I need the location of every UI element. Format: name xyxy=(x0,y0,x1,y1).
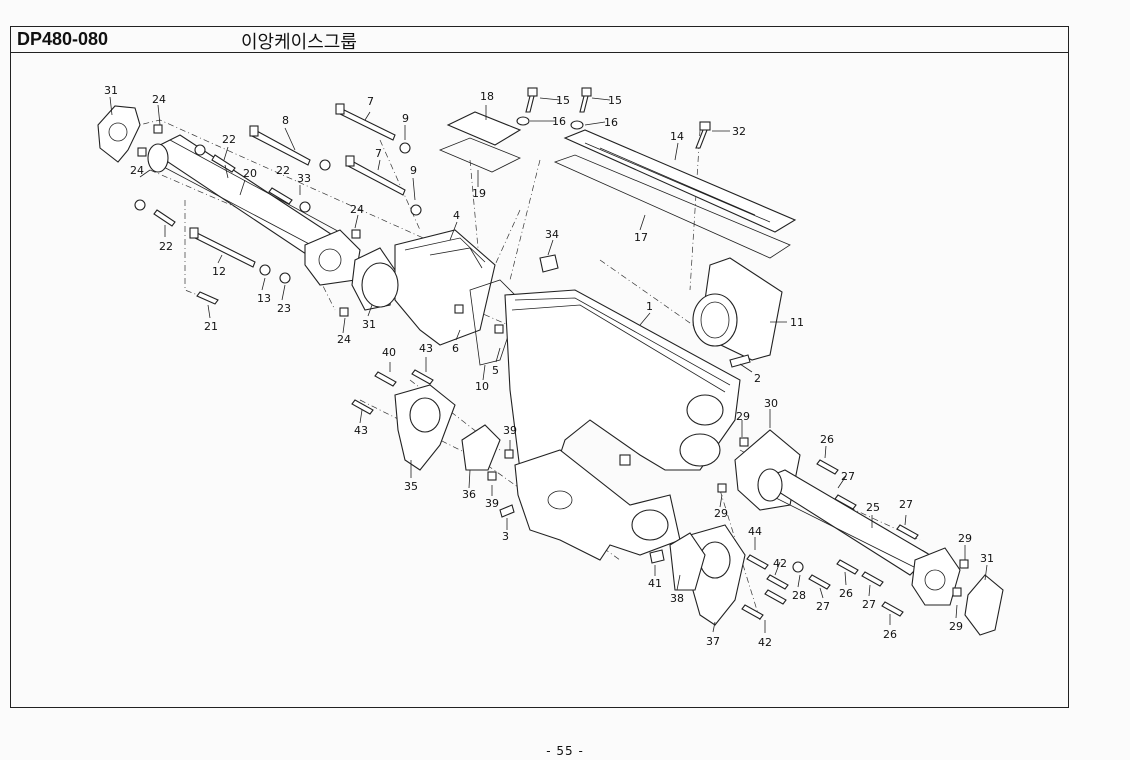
part-18-plate xyxy=(446,111,522,146)
callout-32: 32 xyxy=(732,125,746,138)
callout-22: 22 xyxy=(276,164,290,177)
part-flange-right xyxy=(911,547,961,606)
callout-5: 5 xyxy=(492,364,499,377)
callout-31: 31 xyxy=(980,552,994,565)
callout-39: 39 xyxy=(485,497,499,510)
callout-43: 43 xyxy=(419,342,433,355)
part-code: DP480-080 xyxy=(17,29,109,49)
callout-12: 12 xyxy=(212,265,226,278)
callout-16: 16 xyxy=(604,116,618,129)
callout-7: 7 xyxy=(367,95,374,108)
callout-18: 18 xyxy=(480,90,494,103)
callout-11: 11 xyxy=(790,316,804,329)
page-number: - 55 - xyxy=(546,744,584,758)
part-37-elbow xyxy=(689,524,746,626)
callout-24: 24 xyxy=(350,203,364,216)
callout-37: 37 xyxy=(706,635,720,648)
callout-14: 14 xyxy=(670,130,684,143)
callout-35: 35 xyxy=(404,480,418,493)
callout-26: 26 xyxy=(820,433,834,446)
callout-29: 29 xyxy=(958,532,972,545)
callout-13: 13 xyxy=(257,292,271,305)
callout-6: 6 xyxy=(452,342,459,355)
callout-10: 10 xyxy=(475,380,489,393)
part-14-cover-plate xyxy=(563,129,797,233)
callout-9: 9 xyxy=(410,164,417,177)
callout-34: 34 xyxy=(545,228,559,241)
callout-27: 27 xyxy=(816,600,830,613)
callout-31: 31 xyxy=(362,318,376,331)
part-34-pin xyxy=(539,254,559,273)
callout-24: 24 xyxy=(130,164,144,177)
bolt-set-left xyxy=(153,103,406,305)
callout-16: 16 xyxy=(552,115,566,128)
callout-7: 7 xyxy=(375,147,382,160)
part-4-elbow-housing xyxy=(361,229,496,346)
part-25-pipe xyxy=(757,468,931,576)
callout-27: 27 xyxy=(862,598,876,611)
part-11-housing xyxy=(692,257,783,361)
callout-39: 39 xyxy=(503,424,517,437)
diagram-frame: DP480-080 이앙케이스그룹 xyxy=(10,26,1069,708)
callout-40: 40 xyxy=(382,346,396,359)
part-3-lower-bracket xyxy=(514,449,681,561)
part-31-gasket xyxy=(97,105,141,163)
callout-29: 29 xyxy=(736,410,750,423)
bolt-set-right xyxy=(351,354,919,620)
bolts-15-16 xyxy=(516,87,711,149)
callout-25: 25 xyxy=(866,501,880,514)
leader-lines xyxy=(109,96,988,633)
part-35-elbow xyxy=(394,384,456,471)
callout-44: 44 xyxy=(748,525,762,538)
callout-15: 15 xyxy=(556,94,570,107)
callout-labels: 31 24 22 20 8 7 9 18 15 16 15 16 14 32 2… xyxy=(104,84,994,649)
group-title: 이앙케이스그룹 xyxy=(241,32,357,53)
callout-22: 22 xyxy=(222,133,236,146)
callout-38: 38 xyxy=(670,592,684,605)
callout-23: 23 xyxy=(277,302,291,315)
callout-28: 28 xyxy=(792,589,806,602)
callout-1: 1 xyxy=(646,300,653,313)
callout-21: 21 xyxy=(204,320,218,333)
callout-27: 27 xyxy=(899,498,913,511)
callout-42: 42 xyxy=(773,557,787,570)
callout-8: 8 xyxy=(282,114,289,127)
callout-41: 41 xyxy=(648,577,662,590)
callout-17: 17 xyxy=(634,231,648,244)
callout-26: 26 xyxy=(839,587,853,600)
callout-24: 24 xyxy=(337,333,351,346)
header-bar: DP480-080 이앙케이스그룹 xyxy=(11,27,1068,53)
callout-19: 19 xyxy=(472,187,486,200)
part-38-gasket xyxy=(669,532,706,591)
callout-24: 24 xyxy=(152,93,166,106)
callout-20: 20 xyxy=(243,167,257,180)
callout-9: 9 xyxy=(402,112,409,125)
part-36-gasket xyxy=(461,424,501,471)
washers-left xyxy=(134,124,422,317)
callout-29: 29 xyxy=(949,620,963,633)
callout-30: 30 xyxy=(764,397,778,410)
part-31-gasket-right xyxy=(964,574,1004,636)
callout-29: 29 xyxy=(714,507,728,520)
spacers-right xyxy=(454,304,969,597)
callout-27: 27 xyxy=(841,470,855,483)
part-17-gasket xyxy=(553,154,791,259)
callout-43: 43 xyxy=(354,424,368,437)
callout-33: 33 xyxy=(297,172,311,185)
callout-42: 42 xyxy=(758,636,772,649)
callout-31: 31 xyxy=(104,84,118,97)
callout-26: 26 xyxy=(883,628,897,641)
callout-22: 22 xyxy=(159,240,173,253)
exploded-parts-diagram: 31 24 22 20 8 7 9 18 15 16 15 16 14 32 2… xyxy=(97,84,1004,649)
part-19-gasket xyxy=(438,137,521,173)
callout-36: 36 xyxy=(462,488,476,501)
callout-2: 2 xyxy=(754,372,761,385)
callout-4: 4 xyxy=(453,209,460,222)
callout-15: 15 xyxy=(608,94,622,107)
callout-3: 3 xyxy=(502,530,509,543)
part-20-pipe xyxy=(147,134,346,261)
